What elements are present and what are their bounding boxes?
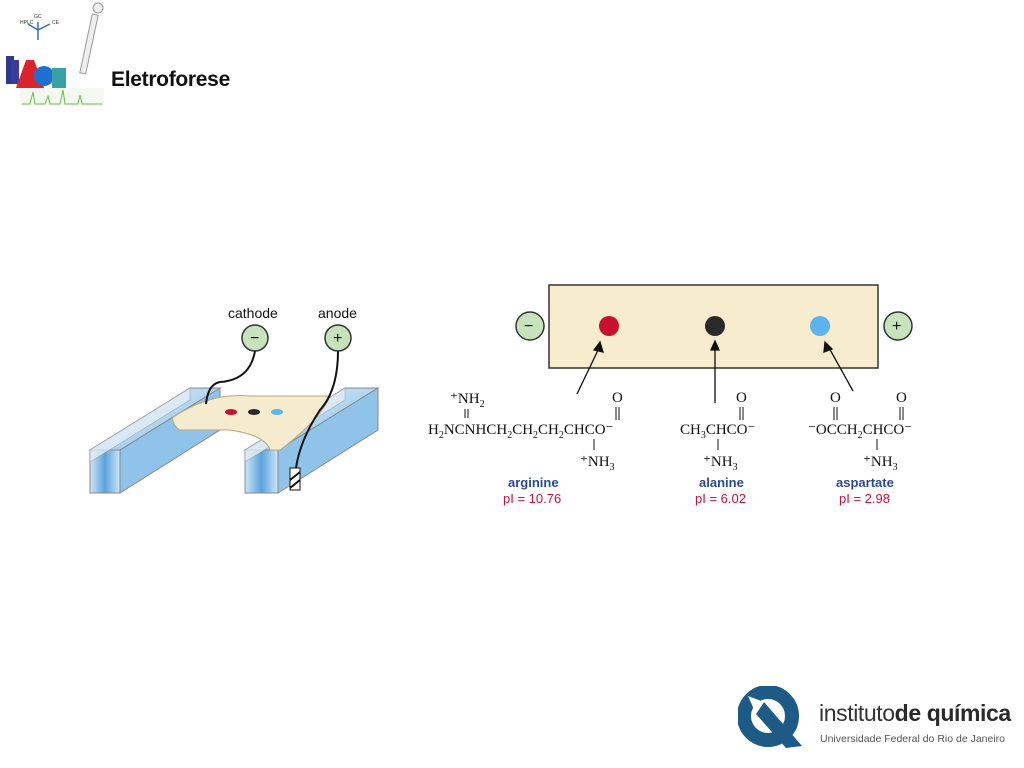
alanine-pi: pI = 6.02 <box>695 491 746 506</box>
arginine-dot <box>599 316 619 336</box>
institution-name-light: instituto <box>819 700 895 726</box>
svg-text:O: O <box>736 390 747 406</box>
amino-acid-separation-diagram: − + ⁺NH2 H2NCNHCH2CH2CH2CHCO⁻ O ⁺NH3 arg… <box>428 284 913 506</box>
svg-text:⁺NH3: ⁺NH3 <box>580 454 615 473</box>
plus-terminal-icon <box>883 311 913 341</box>
electrophoresis-apparatus-diagram: cathode − anode + <box>88 305 380 494</box>
aspartate-name: aspartate <box>836 475 894 490</box>
plus-symbol: + <box>892 318 901 335</box>
svg-text:CE: CE <box>52 20 60 26</box>
svg-text:GC: GC <box>34 14 42 20</box>
alanine-dot <box>705 316 725 336</box>
anode-label: anode <box>318 305 357 321</box>
svg-text:O: O <box>612 390 623 406</box>
arginine-name: arginine <box>508 475 559 490</box>
svg-text:CH3CHCO⁻: CH3CHCO⁻ <box>680 422 755 441</box>
alanine-structure: O CH3CHCO⁻ ⁺NH3 <box>680 390 755 473</box>
aspartate-dot <box>810 316 830 336</box>
alanine-name: alanine <box>699 475 744 490</box>
anode-symbol: + <box>333 330 342 347</box>
instituto-de-quimica-logo-icon <box>738 686 802 748</box>
institution-name: institutode química <box>819 700 1011 727</box>
aspartate-spot <box>271 409 283 415</box>
arginine-spot <box>225 409 237 415</box>
minus-terminal-icon <box>515 311 545 341</box>
institution-name-bold: de química <box>894 700 1012 726</box>
alanine-spot <box>248 409 260 415</box>
chemistry-logo-icon: HPLC GC CE <box>6 2 104 106</box>
svg-text:HPLC: HPLC <box>20 20 34 26</box>
svg-text:⁻OCCH2CHCO⁻: ⁻OCCH2CHCO⁻ <box>808 422 912 441</box>
aspartate-pi: pI = 2.98 <box>839 491 890 506</box>
cathode-label: cathode <box>228 305 278 321</box>
svg-text:⁺NH3: ⁺NH3 <box>863 454 898 473</box>
minus-symbol: − <box>524 318 533 335</box>
institution-subtitle: Universidade Federal do Rio de Janeiro <box>820 733 1006 745</box>
cathode-symbol: − <box>250 330 259 347</box>
svg-text:⁺NH3: ⁺NH3 <box>703 454 738 473</box>
svg-text:H2NCNHCH2CH2CH2CHCO⁻: H2NCNHCH2CH2CH2CHCO⁻ <box>428 422 613 441</box>
svg-text:O: O <box>896 390 907 406</box>
arginine-pi: pI = 10.76 <box>503 491 561 506</box>
svg-text:O: O <box>830 390 841 406</box>
svg-text:⁺NH2: ⁺NH2 <box>450 391 485 410</box>
slide-title: Eletroforese <box>111 68 230 91</box>
arginine-structure: ⁺NH2 H2NCNHCH2CH2CH2CHCO⁻ O ⁺NH3 <box>428 390 623 473</box>
aspartate-structure: O O ⁻OCCH2CHCO⁻ ⁺NH3 <box>808 390 912 473</box>
